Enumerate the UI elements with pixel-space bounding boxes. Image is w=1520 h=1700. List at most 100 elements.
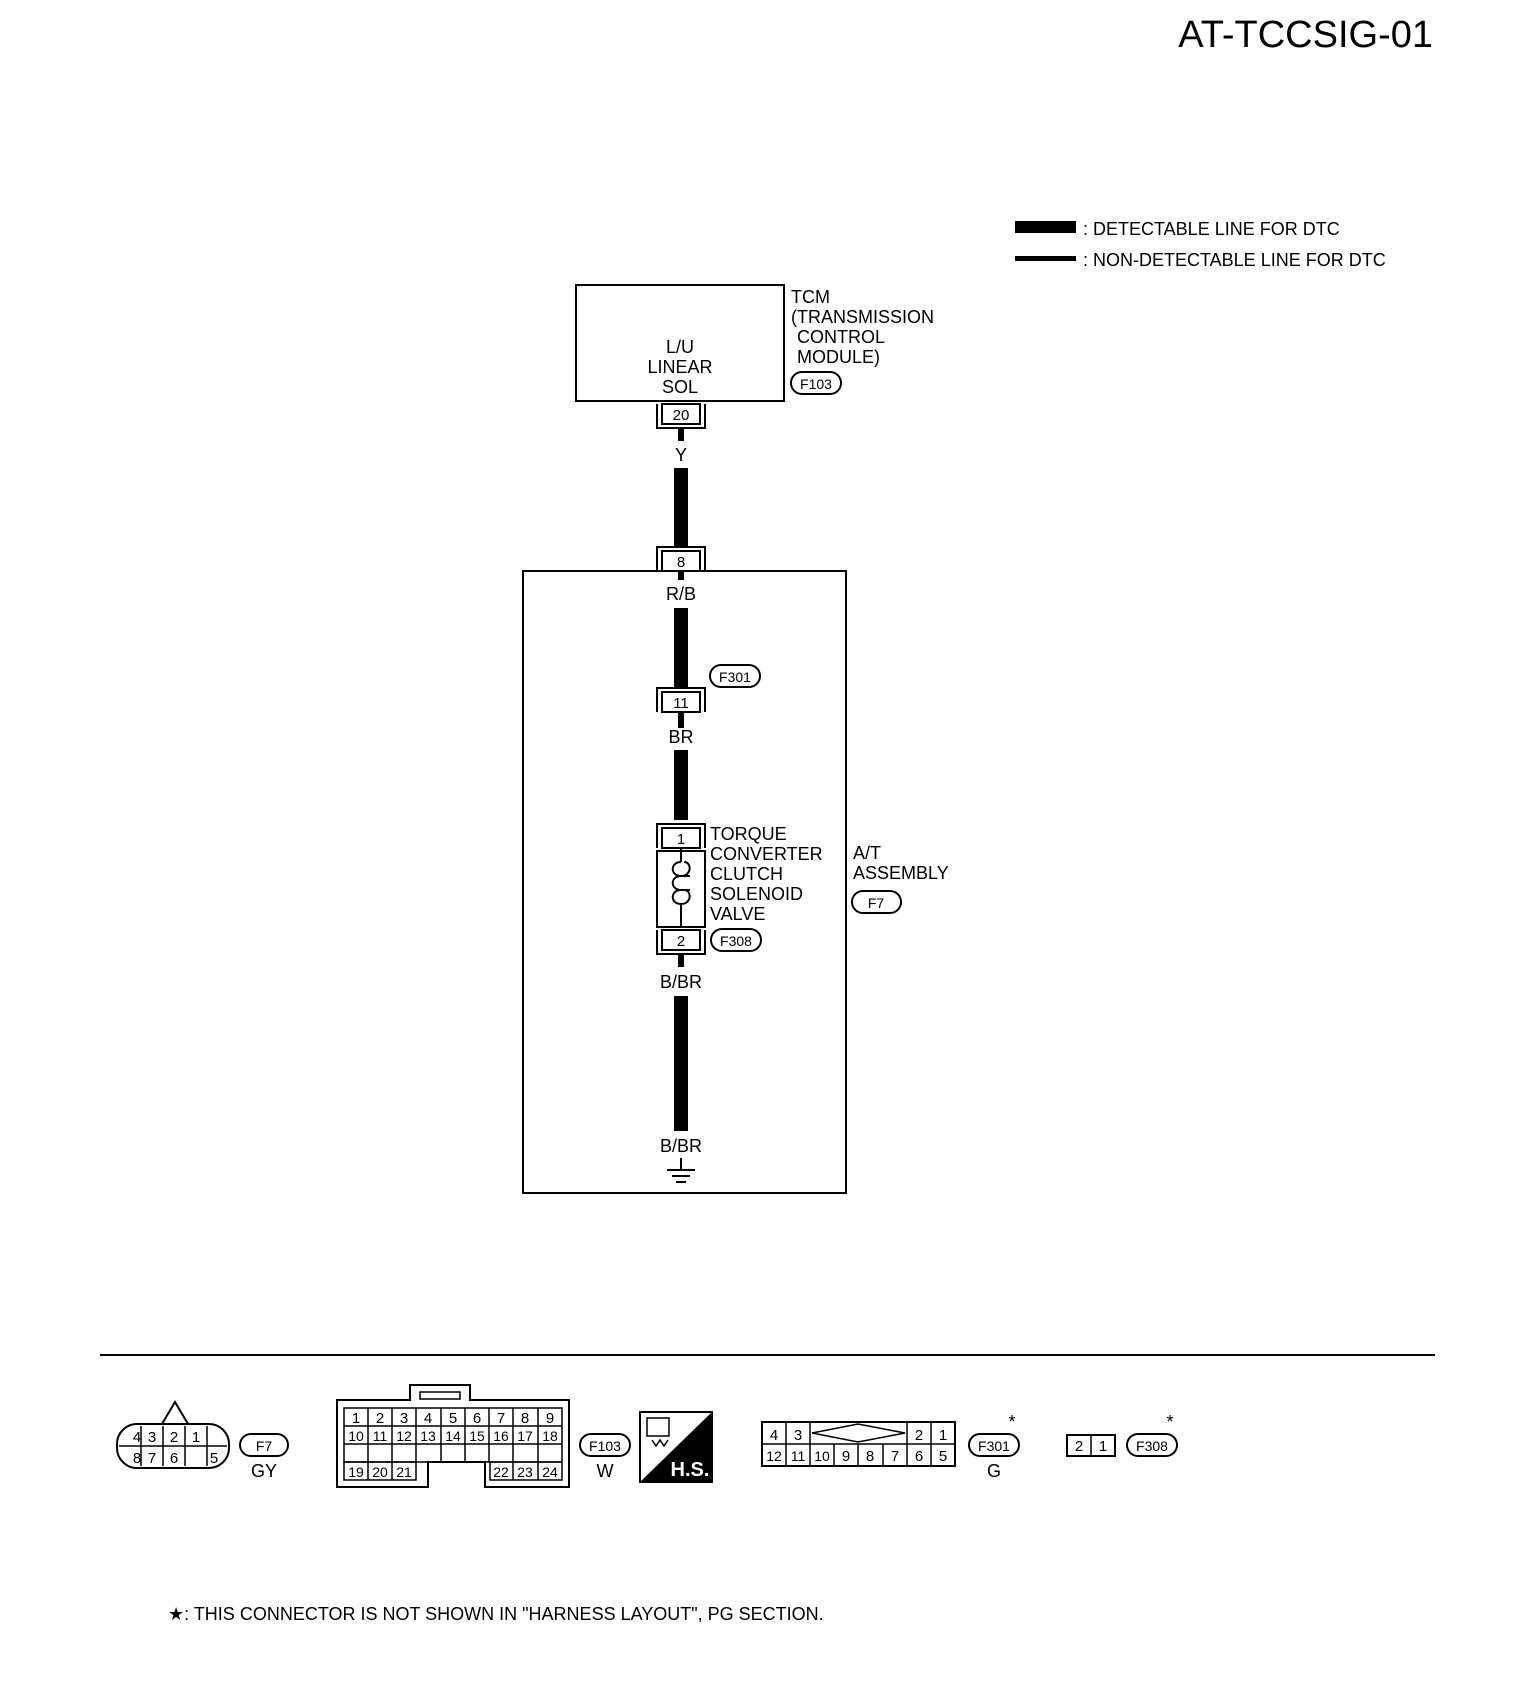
svg-text:6: 6 <box>473 1410 481 1427</box>
tcm-name-line-4: MODULE) <box>797 347 880 367</box>
sol-pin-2: 2 <box>677 933 685 950</box>
f7-connector-tag <box>851 890 902 914</box>
svg-text:24: 24 <box>542 1464 558 1480</box>
svg-text:4: 4 <box>133 1429 141 1446</box>
tcm-box <box>575 284 785 402</box>
tcm-component-line-1: L/U <box>666 337 694 357</box>
wire-stub <box>678 428 684 441</box>
svg-text:8: 8 <box>521 1410 529 1427</box>
wire-stub <box>678 954 684 967</box>
tcm-pin-20: 20 <box>656 403 706 429</box>
svg-text:5: 5 <box>939 1448 947 1465</box>
f103-color: W <box>597 1461 614 1481</box>
tcm-name-line-1: TCM <box>791 287 830 307</box>
svg-text:21: 21 <box>396 1464 412 1480</box>
svg-text:12: 12 <box>766 1448 782 1464</box>
svg-text:18: 18 <box>542 1428 558 1444</box>
svg-text:1: 1 <box>352 1410 360 1427</box>
harness-side-icon: H.S. <box>639 1411 713 1483</box>
svg-text:12: 12 <box>396 1428 412 1444</box>
sol-pin-1: 1 <box>677 831 685 848</box>
legend-thin-line <box>1015 256 1076 261</box>
f308-star: * <box>1166 1412 1173 1432</box>
wire-stub <box>678 712 684 728</box>
svg-text:20: 20 <box>673 407 690 424</box>
wire-stub <box>678 571 684 580</box>
legend-non-detectable: : NON-DETECTABLE LINE FOR DTC <box>1083 250 1386 270</box>
svg-text:4: 4 <box>770 1427 778 1444</box>
f7-connector-id: F7 <box>868 895 885 911</box>
svg-text:14: 14 <box>445 1428 461 1444</box>
tcm-connector-id: F103 <box>800 376 832 392</box>
svg-text:11: 11 <box>791 1448 806 1464</box>
wire-color-rb: R/B <box>666 584 696 604</box>
svg-text:3: 3 <box>400 1410 408 1427</box>
at-assembly-line-1: A/T <box>853 843 881 863</box>
wire-bbr <box>674 996 688 1131</box>
tcm-component-line-2: LINEAR <box>647 357 712 377</box>
solenoid-label-4: SOLENOID <box>710 884 803 904</box>
svg-text:11: 11 <box>373 1428 388 1444</box>
svg-text:6: 6 <box>915 1448 923 1465</box>
wire-br <box>674 750 688 820</box>
svg-text:8: 8 <box>133 1450 141 1467</box>
f301-star: * <box>1008 1412 1015 1432</box>
legend: : DETECTABLE LINE FOR DTC : NON-DETECTAB… <box>1015 219 1386 270</box>
tcm-connector-tag <box>790 371 842 395</box>
svg-text:8: 8 <box>677 554 685 571</box>
f301-color: G <box>987 1461 1001 1481</box>
svg-text:10: 10 <box>348 1428 364 1444</box>
svg-text:F301: F301 <box>978 1438 1010 1454</box>
svg-text:1: 1 <box>939 1427 947 1444</box>
svg-text:11: 11 <box>673 695 689 712</box>
wire-rb <box>674 608 688 688</box>
svg-text:13: 13 <box>420 1428 436 1444</box>
f103-connector-view: 1 2 3 4 5 6 7 8 9 10 11 12 13 14 15 16 1… <box>336 1384 631 1488</box>
solenoid-label-3: CLUTCH <box>710 864 783 884</box>
tcm-name-line-2: (TRANSMISSION <box>791 307 934 327</box>
at-assembly-line-2: ASSEMBLY <box>853 863 949 883</box>
wire-color-bbr-1: B/BR <box>660 972 702 992</box>
at-assembly-box <box>522 570 847 1194</box>
solenoid-label-5: VALVE <box>710 904 765 924</box>
svg-text:3: 3 <box>794 1427 802 1444</box>
wire-color-y: Y <box>675 445 687 465</box>
at-pin-8: 8 <box>656 546 706 572</box>
svg-text:9: 9 <box>842 1448 850 1465</box>
svg-text:4: 4 <box>424 1410 432 1427</box>
footnote: ★: THIS CONNECTOR IS NOT SHOWN IN "HARNE… <box>168 1604 824 1624</box>
svg-text:2: 2 <box>915 1427 923 1444</box>
svg-text:F7: F7 <box>256 1438 273 1454</box>
svg-text:9: 9 <box>546 1410 554 1427</box>
f301-connector-view: 4 3 2 1 12 11 10 9 8 7 6 5 F301 * G <box>761 1412 1020 1481</box>
tcm-name-line-3: CONTROL <box>797 327 885 347</box>
svg-text:1: 1 <box>1099 1438 1107 1455</box>
f7-connector-view: 4 3 2 1 8 7 6 5 F7 GY <box>116 1400 289 1481</box>
f308-connector-view: 2 1 F308 * <box>1066 1412 1178 1457</box>
svg-text:1: 1 <box>192 1429 200 1446</box>
doc-id: AT-TCCSIG-01 <box>1178 14 1433 56</box>
f301-connector-tag <box>709 664 761 688</box>
wire-color-br: BR <box>668 727 693 747</box>
svg-text:19: 19 <box>348 1464 364 1480</box>
tcc-solenoid: 1 2 <box>656 823 706 955</box>
solenoid-label-2: CONVERTER <box>710 844 823 864</box>
f7-color: GY <box>251 1461 277 1481</box>
f308-connector-tag <box>710 928 762 952</box>
coil-icon <box>671 861 691 906</box>
legend-detectable: : DETECTABLE LINE FOR DTC <box>1083 219 1340 239</box>
svg-text:F308: F308 <box>1136 1438 1168 1454</box>
svg-text:22: 22 <box>493 1464 509 1480</box>
solenoid-label-1: TORQUE <box>710 824 787 844</box>
wire-color-bbr-2: B/BR <box>660 1136 702 1156</box>
f308-connector-id: F308 <box>720 933 752 949</box>
svg-text:2: 2 <box>376 1410 384 1427</box>
svg-text:7: 7 <box>148 1450 156 1467</box>
tcm-module: L/U LINEAR SOL TCM (TRANSMISSION CONTROL… <box>575 284 934 402</box>
svg-text:5: 5 <box>449 1410 457 1427</box>
svg-text:10: 10 <box>814 1448 830 1464</box>
wire-y <box>674 468 688 547</box>
legend-thick-line <box>1015 221 1076 233</box>
f301-pin-11: 11 <box>656 687 706 713</box>
